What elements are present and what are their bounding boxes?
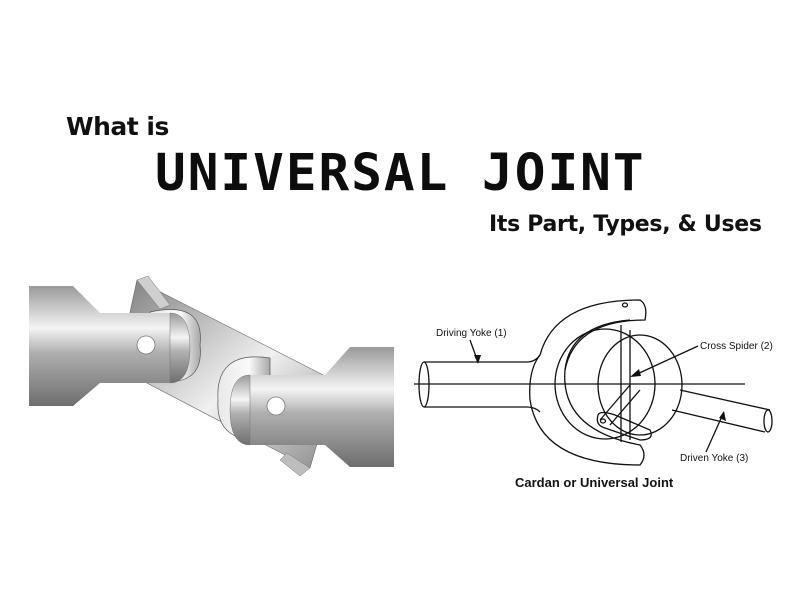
right-pin-hole [266, 396, 286, 416]
page-title: UNIVERSAL JOINT [155, 144, 646, 203]
universal-joint-3d-illustration [29, 275, 394, 477]
label-cross-spider: Cross Spider (2) [700, 341, 773, 352]
cardan-joint-diagram [414, 299, 773, 466]
label-driving-yoke: Driving Yoke (1) [436, 328, 507, 339]
title-prefix: What is [66, 112, 169, 141]
left-shaft [29, 286, 170, 406]
label-driven-yoke: Driven Yoke (3) [680, 453, 748, 464]
left-pin-hole [136, 335, 156, 355]
page-subtitle: Its Part, Types, & Uses [489, 212, 762, 237]
diagram-caption: Cardan or Universal Joint [515, 475, 674, 490]
right-shaft [250, 347, 394, 467]
